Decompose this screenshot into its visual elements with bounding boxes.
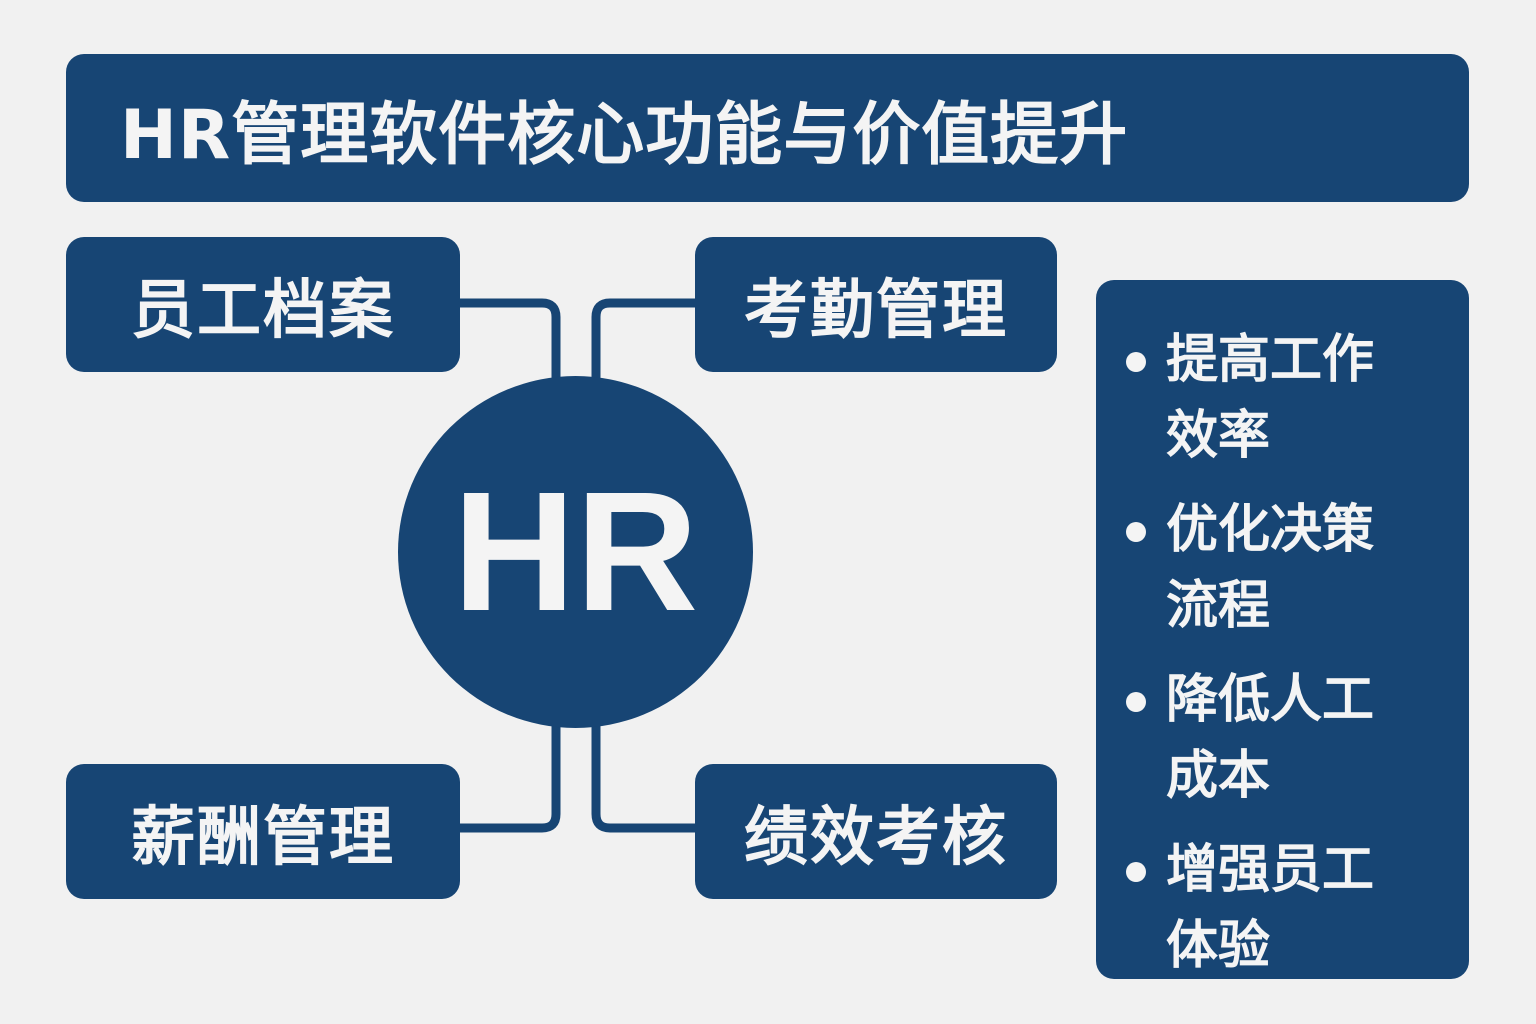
bullet-icon [1126,522,1146,542]
benefit-item: 提高工作效率 [1126,322,1416,474]
node-employee-records: 员工档案 [66,237,460,372]
page-title: HR管理软件核心功能与价值提升 [66,54,1469,202]
connector-employee-records [455,298,561,390]
benefit-item: 降低人工成本 [1126,662,1416,814]
connector-attendance [591,298,700,390]
hub-circle: HR [398,376,753,728]
node-attendance: 考勤管理 [695,237,1057,372]
bullet-icon [1126,692,1146,712]
benefit-item: 优化决策流程 [1126,492,1416,644]
bullet-icon [1126,862,1146,882]
connector-performance [591,715,700,833]
node-payroll: 薪酬管理 [66,764,460,899]
node-performance: 绩效考核 [695,764,1057,899]
benefit-item: 增强员工体验 [1126,832,1416,984]
connector-payroll [455,715,561,833]
benefits-panel: 提高工作效率 优化决策流程 降低人工成本 增强员工体验 [1096,280,1469,979]
bullet-icon [1126,352,1146,372]
